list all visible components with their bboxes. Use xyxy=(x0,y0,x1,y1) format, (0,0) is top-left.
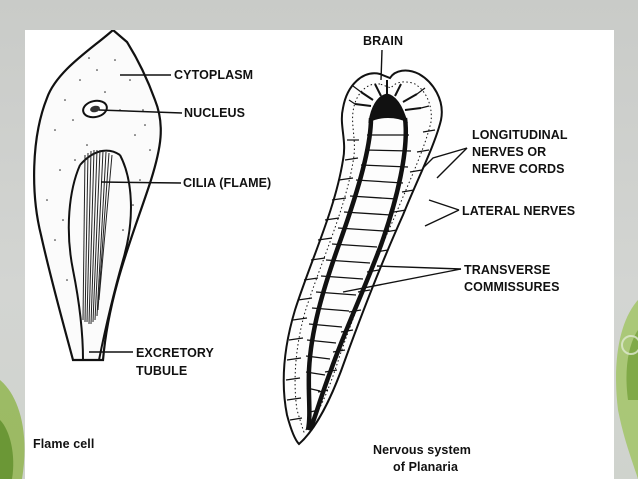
flame-cell-drawing xyxy=(33,30,183,362)
caption-nervous-system-line2: of Planaria xyxy=(393,460,459,474)
diagram-slide: CYTOPLASM NUCLEUS CILIA (FLAME) EXCRETOR… xyxy=(25,30,614,479)
label-transverse-line1: TRANSVERSE xyxy=(464,263,551,277)
label-excretory-tubule-line1: EXCRETORY xyxy=(136,346,214,360)
label-nucleus: NUCLEUS xyxy=(184,106,246,120)
planaria-drawing xyxy=(282,49,468,446)
label-excretory-tubule-line2: TUBULE xyxy=(136,364,188,378)
label-cytoplasm: CYTOPLASM xyxy=(174,68,254,82)
background-leaf-right xyxy=(616,300,638,479)
label-longitudinal-line3: NERVE CORDS xyxy=(472,162,565,176)
label-longitudinal-line2: NERVES OR xyxy=(472,145,547,159)
caption-nervous-system-line1: Nervous system xyxy=(373,443,471,457)
label-lateral-nerves: LATERAL NERVES xyxy=(462,204,576,218)
cilia-flame xyxy=(82,149,113,325)
brain-shape xyxy=(348,80,430,124)
label-longitudinal-line1: LONGITUDINAL xyxy=(472,128,568,142)
flame-cell-outline xyxy=(33,30,162,362)
label-cilia-flame: CILIA (FLAME) xyxy=(183,176,272,190)
label-brain: BRAIN xyxy=(363,34,404,48)
cytoplasm-stipple xyxy=(46,57,151,281)
background-leaf-left xyxy=(0,380,25,479)
left-nerve-cord xyxy=(305,117,374,431)
caption-flame-cell: Flame cell xyxy=(33,437,95,451)
label-transverse-line2: COMMISSURES xyxy=(464,280,560,294)
